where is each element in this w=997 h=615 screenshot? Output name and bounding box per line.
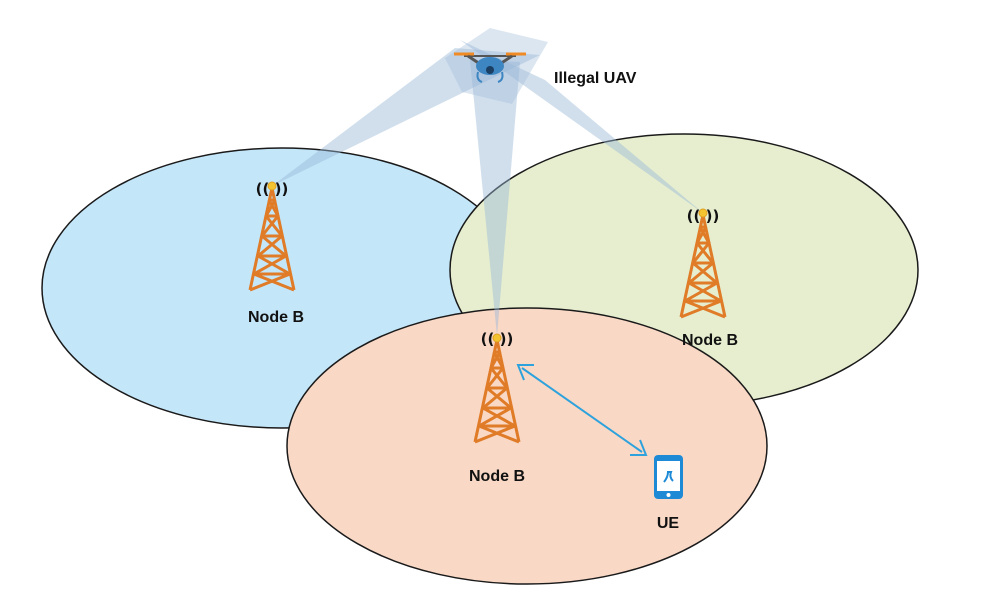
cell-tower-left: (( )) (248, 180, 296, 292)
drone-icon (454, 52, 526, 83)
coverage-cell-center (286, 307, 768, 585)
cell-tower-center: (( )) (473, 330, 521, 444)
cell-tower-right: (( )) (679, 207, 727, 319)
ue-label: UE (657, 515, 680, 532)
beam-center (470, 60, 520, 336)
detection-beams (272, 28, 703, 336)
node-b-label-left: Node B (248, 309, 304, 326)
smartphone-icon (654, 455, 683, 499)
node-b-label-right: Node B (682, 332, 738, 349)
beam-right (460, 40, 703, 213)
uav-label: Illegal UAV (554, 70, 637, 87)
beam-left (272, 48, 540, 186)
double-arrow-icon (516, 364, 648, 456)
node-b-label-center: Node B (469, 468, 525, 485)
